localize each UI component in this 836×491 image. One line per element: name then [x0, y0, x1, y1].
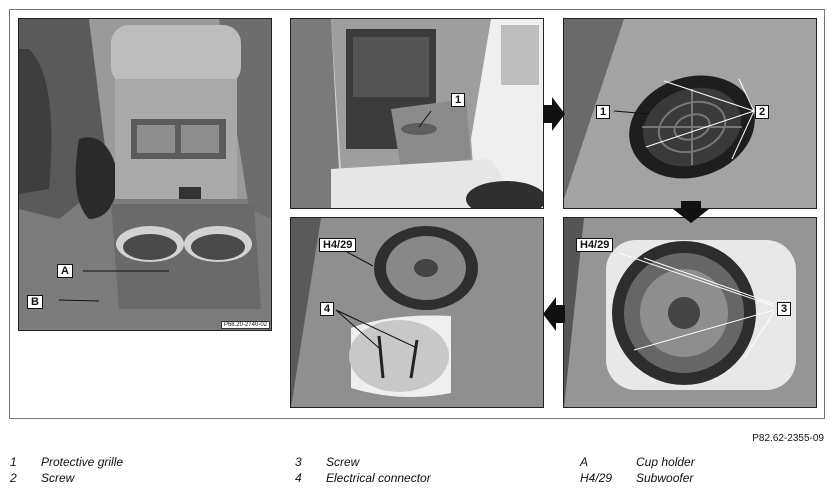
callout-4: 4 [320, 302, 335, 316]
photo-subwoofer-mounted: H4/29 3 [563, 217, 817, 408]
legend-text: Subwoofer [636, 471, 694, 485]
document-reference: P82.62-2355-09 [752, 433, 824, 444]
legend-key: 2 [10, 471, 17, 485]
callout-1: 1 [596, 105, 611, 119]
legend-text: Electrical connector [326, 471, 431, 485]
console-illustration [19, 19, 271, 330]
interior-illustration [291, 19, 543, 208]
callout-h4-29: H4/29 [576, 238, 614, 252]
photo-center-console: A B P68.20-2740-02 [18, 18, 272, 331]
arrow-left-icon [543, 297, 565, 331]
legend-key: 3 [295, 455, 302, 469]
arrow-down-icon [673, 201, 709, 223]
callout-b: B [27, 295, 43, 309]
callout-2: 2 [755, 105, 770, 119]
callout-3: 3 [777, 302, 792, 316]
callout-1: 1 [451, 93, 466, 107]
arrow-right-icon [543, 97, 565, 131]
callout-h4-29: H4/29 [319, 238, 357, 252]
legend-key: A [580, 455, 589, 469]
legend-key: 1 [10, 455, 17, 469]
legend-key: 4 [295, 471, 302, 485]
photo-reference: P68.20-2740-02 [220, 321, 270, 329]
legend-text: Screw [326, 455, 360, 469]
legend-text: Screw [41, 471, 75, 485]
callout-a: A [57, 264, 73, 278]
photo-protective-grille: 1 2 [563, 18, 817, 209]
photo-vehicle-interior: 1 [290, 18, 544, 209]
legend-text: Protective grille [41, 455, 124, 469]
legend-text: Cup holder [636, 455, 695, 469]
legend-key: H4/29 [580, 471, 613, 485]
photo-subwoofer-removed: H4/29 4 [290, 217, 544, 408]
